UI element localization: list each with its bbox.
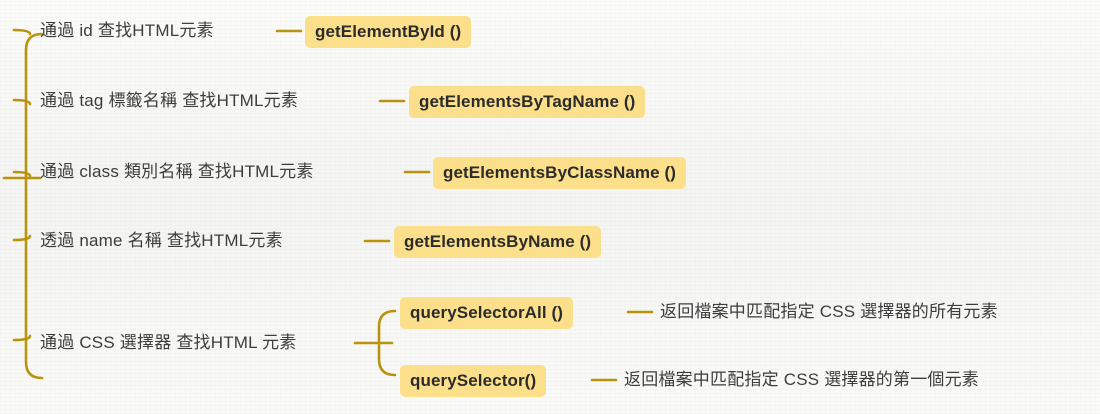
method-description-queryselector: 返回檔案中匹配指定 CSS 選擇器的第一個元素 bbox=[624, 370, 979, 389]
branch-label-by-id[interactable]: 通過 id 查找HTML元素 bbox=[40, 21, 214, 40]
method-chip-queryselector[interactable]: querySelector() bbox=[400, 365, 547, 397]
branch-label-by-tag-name[interactable]: 通過 tag 標籤名稱 查找HTML元素 bbox=[40, 91, 299, 110]
hook-row-3 bbox=[12, 170, 32, 178]
method-description-queryselectorall: 返回檔案中匹配指定 CSS 選擇器的所有元素 bbox=[660, 302, 998, 321]
method-chip-getelementsbyclassname[interactable]: getElementsByClassName () bbox=[433, 157, 687, 189]
hook-row-4 bbox=[12, 234, 32, 242]
main-bracket bbox=[24, 32, 44, 380]
method-chip-getelementsbytagname[interactable]: getElementsByTagName () bbox=[409, 86, 646, 118]
method-chip-getelementbyid[interactable]: getElementById () bbox=[305, 16, 472, 48]
hook-row-1 bbox=[12, 28, 32, 36]
hook-row-5 bbox=[12, 334, 32, 342]
hook-row-2 bbox=[12, 98, 32, 106]
method-chip-queryselectorall[interactable]: querySelectorAll () bbox=[400, 297, 574, 329]
branch-label-by-class-name[interactable]: 通過 class 類別名稱 查找HTML元素 bbox=[40, 162, 314, 181]
branch-label-by-name[interactable]: 透過 name 名稱 查找HTML元素 bbox=[40, 231, 283, 250]
method-chip-getelementsbyname[interactable]: getElementsByName () bbox=[394, 226, 602, 258]
branch-label-by-css-selector[interactable]: 通過 CSS 選擇器 查找HTML 元素 bbox=[40, 333, 297, 352]
